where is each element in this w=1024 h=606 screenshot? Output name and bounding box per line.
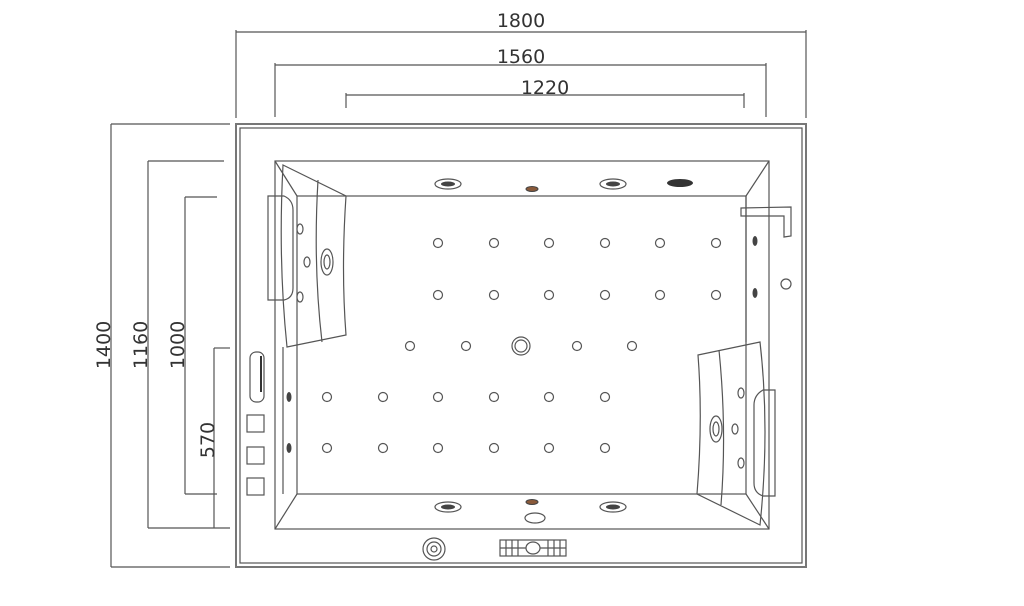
dimension-1220: 1220 xyxy=(345,77,745,108)
floor-jet xyxy=(543,237,555,249)
floor-jet xyxy=(543,289,555,301)
floor-jet xyxy=(710,237,722,249)
floor-jet xyxy=(488,289,500,301)
dimension-label-1400: 1400 xyxy=(93,321,115,369)
floor-jet xyxy=(654,237,666,249)
dimension-1160: 1160 xyxy=(130,160,230,529)
floor-jet xyxy=(432,391,444,403)
right-pillow xyxy=(753,389,776,497)
side-knob xyxy=(780,278,792,290)
floor-jet xyxy=(626,340,638,352)
left-headrest xyxy=(267,164,347,348)
floor-jet xyxy=(432,237,444,249)
valve-1 xyxy=(246,414,265,433)
floor-jet xyxy=(404,340,416,352)
dimension-1000: 1000 xyxy=(167,196,217,495)
hand-shower xyxy=(249,351,265,403)
right-headrest xyxy=(696,341,776,526)
left-controls xyxy=(246,351,265,496)
rim-jets-bottom xyxy=(434,499,627,524)
dimension-label-1160: 1160 xyxy=(130,321,152,369)
horizontal-dimensions: 1800 1560 1220 xyxy=(235,10,807,118)
dimension-570: 570 xyxy=(197,347,230,528)
dimension-label-1560: 1560 xyxy=(497,46,545,68)
floor-jet xyxy=(599,237,611,249)
dimension-label-570: 570 xyxy=(197,422,219,458)
rim-jets-top xyxy=(434,178,693,192)
dimension-1400: 1400 xyxy=(93,123,230,568)
floor-jet xyxy=(543,442,555,454)
floor-jet xyxy=(488,391,500,403)
vertical-dimensions: 1400 1160 1000 570 xyxy=(93,123,230,568)
bottom-controls xyxy=(422,537,567,561)
dimension-label-1800: 1800 xyxy=(497,10,545,32)
valve-3 xyxy=(246,477,265,496)
floor-jet xyxy=(432,289,444,301)
floor-jet xyxy=(543,391,555,403)
floor-jet xyxy=(432,442,444,454)
floor-jet xyxy=(460,340,472,352)
center-drain xyxy=(511,336,531,356)
tub-body xyxy=(235,123,807,568)
valve-2 xyxy=(246,446,265,465)
floor-jet xyxy=(654,289,666,301)
side-wall-jets xyxy=(282,196,758,494)
floor-jet xyxy=(599,442,611,454)
floor-jet xyxy=(571,340,583,352)
dimension-1560: 1560 xyxy=(274,46,767,117)
overflow-bottom xyxy=(524,512,546,524)
floor-jet xyxy=(321,442,333,454)
floor-jet xyxy=(377,442,389,454)
floor-jet xyxy=(599,391,611,403)
dimension-label-1000: 1000 xyxy=(167,321,189,369)
left-pillow xyxy=(267,195,294,301)
dimension-1800: 1800 xyxy=(235,10,807,118)
floor-air-jets xyxy=(321,237,722,454)
rim-light-bottom xyxy=(525,499,539,505)
floor-jet xyxy=(488,442,500,454)
floor-jet xyxy=(488,237,500,249)
floor-jet xyxy=(377,391,389,403)
floor-jet xyxy=(599,289,611,301)
rim-speaker-top xyxy=(667,179,693,187)
tub-outer-frame xyxy=(235,123,807,568)
rim-light-top xyxy=(525,186,539,192)
tub-rim xyxy=(274,160,770,530)
control-panel xyxy=(499,539,567,557)
floor-jet xyxy=(710,289,722,301)
dimension-label-1220: 1220 xyxy=(521,77,569,99)
floor-jet xyxy=(321,391,333,403)
spout-top-right xyxy=(740,206,792,290)
